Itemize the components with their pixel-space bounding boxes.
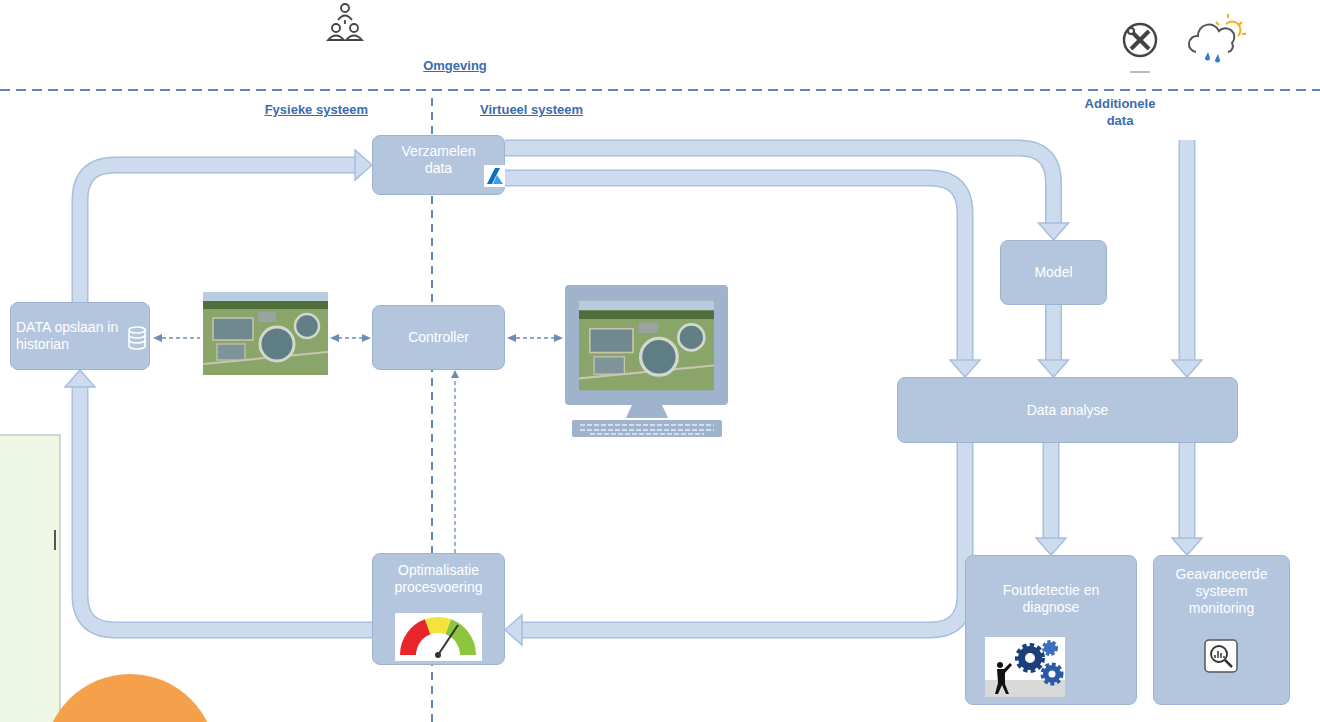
- arrow-head: [1172, 538, 1202, 555]
- flow-arrow: [505, 178, 980, 377]
- arrow-shaft: [80, 165, 356, 302]
- boundary-line: [0, 89, 1320, 91]
- signal-arrow: [338, 337, 362, 338]
- section-label: Additionele data: [1075, 95, 1165, 129]
- arrow-shaft: [454, 377, 455, 553]
- arrow-head: [355, 150, 372, 180]
- flow-arrow: [505, 148, 1069, 240]
- computer-monitor: [572, 420, 722, 437]
- arrow-head: [451, 370, 459, 378]
- box-label: Data analyse: [1027, 402, 1109, 419]
- process-box: Controller: [372, 305, 505, 370]
- stakeholder-icon: [344, 20, 346, 24]
- plant-photo: [203, 292, 328, 375]
- additional-data-arrow: [1180, 140, 1194, 362]
- arrow-shaft: [80, 386, 372, 630]
- maintenance-icon: [1128, 28, 1134, 34]
- computer-monitor: [580, 425, 714, 434]
- arrow-head: [65, 370, 95, 387]
- weather-icon: [1216, 14, 1246, 34]
- signal-arrow: [362, 334, 371, 342]
- stakeholder-icon: [346, 36, 362, 41]
- arrow-shaft: [80, 165, 356, 302]
- maintenance-icon: [1124, 24, 1156, 72]
- section-label: Omgeving: [405, 57, 505, 74]
- arrow-shaft: [505, 178, 965, 361]
- signal-arrow: [554, 334, 563, 342]
- weather-icon: [1189, 25, 1234, 52]
- signal-arrow: [516, 337, 554, 338]
- plant-photo: [203, 292, 328, 375]
- additional-data-arrow: [1172, 360, 1202, 377]
- output-box: Geavanceerde systeem monitoring: [1153, 555, 1290, 705]
- maintenance-icon: [1131, 31, 1149, 49]
- computer-monitor: [626, 405, 668, 418]
- signal-arrow: [162, 337, 200, 338]
- maintenance-icon: [1131, 31, 1149, 49]
- box-label: Model: [1034, 264, 1072, 281]
- note-box: [0, 435, 216, 722]
- maintenance-icon: [1130, 71, 1150, 73]
- control-arrow: [451, 370, 459, 553]
- storage-box: DATA opslaan in historian: [10, 302, 150, 370]
- section-label: Virtueel systeem: [480, 101, 620, 118]
- process-box: Optimalisatie procesvoering: [372, 553, 505, 665]
- process-box: Data analyse: [897, 377, 1238, 443]
- flow-arrow: [1036, 443, 1066, 555]
- box-label: Optimalisatie procesvoering: [379, 562, 499, 596]
- additional-data-arrow: [1179, 140, 1196, 362]
- flow-arrow: [65, 370, 372, 630]
- arrow-shaft: [1044, 443, 1058, 539]
- section-label: Fysieke systeem: [238, 101, 368, 118]
- flow-arrow: [505, 443, 965, 645]
- box-label: Foutdetectie en diagnose: [989, 582, 1114, 616]
- flow-arrow: [1172, 443, 1202, 555]
- note-box: [44, 674, 216, 722]
- output-box: Foutdetectie en diagnose: [965, 555, 1137, 705]
- process-box: Verzamelen data: [372, 135, 505, 195]
- stakeholder-icon: [328, 36, 344, 41]
- weather-icon: [1205, 52, 1220, 63]
- flow-arrow: [80, 150, 372, 302]
- arrow-shaft: [1045, 305, 1062, 361]
- arrow-head: [1039, 360, 1069, 377]
- arrow-shaft: [1043, 443, 1060, 539]
- signal-arrow: [330, 334, 339, 342]
- box-label: DATA opslaan in historian: [16, 319, 128, 353]
- process-box: Model: [1000, 240, 1107, 305]
- arrow-shaft: [521, 443, 965, 630]
- arrow-shaft: [1047, 305, 1061, 361]
- arrow-shaft: [505, 178, 965, 361]
- arrow-head: [505, 615, 522, 645]
- box-label: Controller: [408, 329, 469, 346]
- arrow-head: [1039, 223, 1069, 240]
- stakeholder-icon: [350, 24, 358, 32]
- signal-arrow: [507, 334, 516, 342]
- note-box: [54, 530, 56, 550]
- additional-data-arrow: [1172, 140, 1202, 377]
- arrow-shaft: [521, 443, 965, 630]
- stakeholder-icon: [338, 16, 352, 21]
- computer-monitor: [565, 285, 728, 405]
- boundary-line: [0, 90, 1320, 722]
- computer-monitor: [565, 285, 728, 437]
- arrow-shaft: [1180, 443, 1194, 539]
- weather-icon: [1226, 22, 1240, 36]
- arrow-head: [950, 360, 980, 377]
- computer-monitor: [579, 301, 714, 391]
- stakeholder-icon: [332, 24, 340, 32]
- stakeholder-icon: [341, 4, 349, 12]
- stakeholder-icon: [328, 4, 362, 40]
- arrow-shaft: [1179, 443, 1196, 539]
- box-label: Verzamelen data: [393, 143, 485, 177]
- arrow-head: [1036, 538, 1066, 555]
- weather-icon: [1189, 14, 1246, 63]
- flow-arrow: [1039, 305, 1069, 377]
- note-box: [0, 435, 60, 722]
- box-label: Geavanceerde systeem monitoring: [1169, 566, 1274, 617]
- maintenance-icon: [1124, 24, 1156, 56]
- signal-arrow: [153, 334, 162, 342]
- arrow-shaft: [80, 386, 372, 630]
